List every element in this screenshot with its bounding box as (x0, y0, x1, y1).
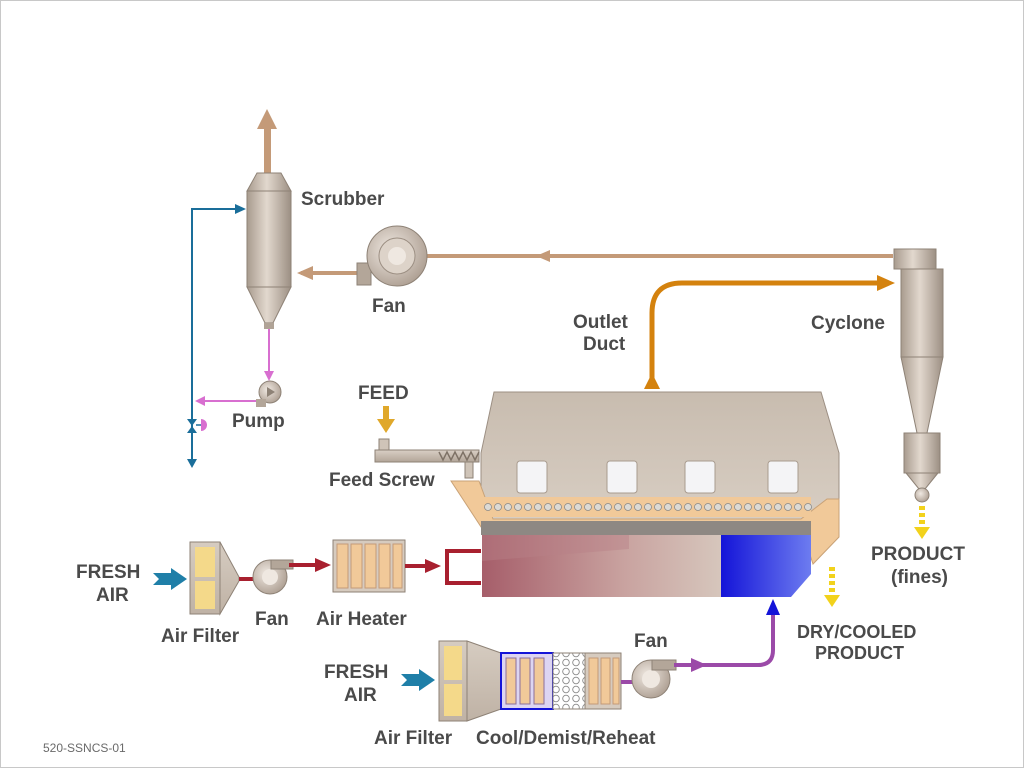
hot-air-line-1 (289, 558, 331, 572)
water-line (187, 204, 246, 468)
dryer-air-plenum (481, 521, 811, 597)
water-valve-icon (187, 419, 207, 433)
scrubber-fan-label: Fan (372, 296, 406, 317)
feed-screw (374, 438, 480, 479)
feed-screw-label: Feed Screw (329, 470, 435, 491)
scrubber-fan-icon (356, 225, 428, 287)
air-heater (332, 539, 406, 593)
outlet-duct-label-1: Outlet (573, 312, 629, 333)
fresh-air-2-label-b: AIR (344, 685, 377, 706)
outlet-duct (644, 275, 895, 389)
air-filter-1 (189, 541, 240, 616)
heater-fan-label: Fan (255, 609, 289, 630)
fines-product-arrow (914, 506, 930, 539)
cooler-fan-icon (621, 659, 677, 699)
cyclone (893, 248, 944, 503)
air-filter-2 (438, 640, 502, 722)
air-filter-2-label: Air Filter (374, 728, 453, 749)
fresh-air-1-label-b: AIR (96, 585, 129, 606)
hot-air-line-2 (405, 549, 481, 585)
feed-arrow (377, 406, 395, 433)
fresh-air-1-arrow (153, 568, 187, 590)
scrubber-label: Scrubber (301, 189, 385, 210)
drawing-code: 520-SSNCS-01 (43, 741, 126, 755)
feed-label: FEED (358, 383, 409, 404)
air-heater-label: Air Heater (316, 609, 407, 630)
dry-cooled-label-2: PRODUCT (815, 643, 904, 663)
cooler-air-plenum (721, 535, 811, 597)
dry-cooled-product-arrow (824, 567, 840, 607)
scrubber-exhaust-arrow (257, 109, 277, 174)
scrubber (246, 172, 292, 329)
heater-fan-icon (239, 559, 294, 595)
scrubber-liquid-line (195, 329, 274, 406)
cooler-fan-label: Fan (634, 631, 668, 652)
dry-cooled-label-1: DRY/COOLED (797, 622, 916, 642)
air-filter-1-label: Air Filter (161, 626, 240, 647)
cool-air-line (674, 599, 780, 672)
fresh-air-1-label-a: FRESH (76, 562, 140, 583)
cool-demist-reheat-label: Cool/Demist/Reheat (476, 728, 656, 749)
exhaust-line (297, 250, 893, 280)
pump-label: Pump (232, 411, 285, 432)
product-fines-label-1: PRODUCT (871, 544, 965, 565)
fresh-air-2-label-a: FRESH (324, 662, 388, 683)
cool-demist-reheat-unit (500, 652, 622, 710)
fresh-air-2-arrow (401, 669, 435, 691)
cyclone-label: Cyclone (811, 313, 885, 334)
fluid-bed-dryer (480, 391, 840, 524)
pump-icon (256, 380, 282, 407)
outlet-duct-label-2: Duct (583, 334, 626, 355)
product-fines-label-2: (fines) (891, 567, 948, 588)
